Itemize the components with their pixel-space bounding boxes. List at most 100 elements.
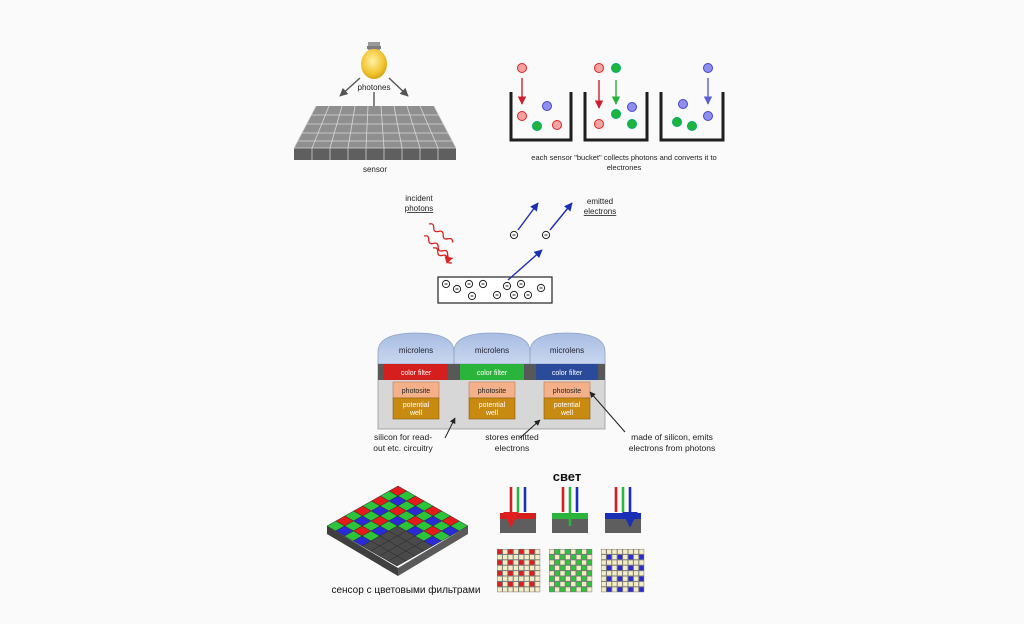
potential-well-label-3a: potential [554,402,581,409]
channel-grid-cell [565,549,571,554]
channel-grid-cell [612,554,617,560]
channel-grid-cell [529,549,535,554]
bucket-blue [659,63,725,142]
channel-grid-cell [617,587,623,592]
channel-grid-cell [628,576,633,581]
channel-grid-cell [612,560,617,565]
channel-grid-cell [502,565,508,571]
channel-grid-cell [497,581,502,587]
channel-grid-cell [628,565,633,571]
channel-grid-cell [623,576,628,581]
channel-grid-cell [565,571,571,576]
channel-grid-cell [581,587,587,592]
incident-label-line1: incident [405,194,433,203]
channel-grid-cell [513,560,519,565]
emitted-electrons [509,230,551,240]
channel-grid-cell [639,560,644,565]
channel-grid-cell [524,565,529,571]
filter-demo-blue [605,487,641,533]
channel-grid-cell [576,549,581,554]
potential-well-label-2b: well [485,410,499,417]
channel-grid-cell [554,554,560,560]
channel-grid-cell [549,581,554,587]
channel-grid-cell [502,576,508,581]
emission-arrow [507,249,543,281]
channel-grid-cell [639,581,644,587]
channel-grid-cell [617,554,623,560]
channel-grid-cell [606,549,612,554]
channel-grid-cell [639,576,644,581]
channel-grid-cell [581,581,587,587]
channel-grid-cell [560,581,565,587]
color-filter-green [460,364,524,380]
channel-grid-cell [587,587,592,592]
channel-grid-cell [606,587,612,592]
channel-grid-cell [508,571,513,576]
channel-grid-cell [502,571,508,576]
channel-grid-cell [587,571,592,576]
channel-grid-cell [508,549,513,554]
channel-grid-cell [612,581,617,587]
silicon-note-line2: out etc. circuitry [373,443,433,453]
channel-grid-cell [623,560,628,565]
channel-grid-cell [587,554,592,560]
channel-grid-cell [535,560,540,565]
channel-grid-cell [628,581,633,587]
bucket-green [583,63,649,142]
red-channel-grid [497,549,541,593]
microlens-label-2: microlens [475,346,509,355]
photoelectric-panel: incident photons emitted electrons [405,194,616,304]
incident-label-line2: photons [405,204,433,213]
channel-grid-cell [587,565,592,571]
sensor-grid-lines [293,105,457,149]
channel-grid-cell [606,554,612,560]
channel-grid-cell [601,587,606,592]
color-filter-label-red: color filter [401,370,432,377]
potential-well-label-2a: potential [479,402,506,409]
photosite-label-2: photosite [478,388,507,395]
channel-grid-cell [524,576,529,581]
channel-grid-cell [497,554,502,560]
channel-grid-cell [571,554,576,560]
channel-grid-cell [560,565,565,571]
channel-grid-cell [601,571,606,576]
microlens-2 [453,332,531,365]
channel-grid-cell [554,571,560,576]
channel-grid-cell [617,549,623,554]
channel-grid-cell [508,587,513,592]
channel-grid-cell [554,549,560,554]
channel-grid-cell [581,565,587,571]
channel-grid-cell [535,587,540,592]
sensor-label: sensor [363,165,387,174]
channel-grid-cell [576,565,581,571]
color-filter-blue [536,364,598,380]
light-bulb-icon [361,42,387,79]
channel-grid-cell [529,560,535,565]
buckets-caption-line1: each sensor "bucket" collects photons an… [531,153,716,162]
channel-grid-cell [502,587,508,592]
channel-grid-cell [601,560,606,565]
channel-grid-cell [497,549,502,554]
potential-well-1 [392,397,440,420]
channel-grid-cell [554,560,560,565]
made-of-silicon-note-arrow [589,391,626,433]
channel-grid-cell [565,576,571,581]
channel-grid-cell [565,554,571,560]
channel-grid-cell [576,587,581,592]
channel-grid-cell [513,576,519,581]
bayer-tiles [326,485,469,567]
channel-grid-cell [519,560,524,565]
channel-grid-cell [601,581,606,587]
channel-grid-cell [524,549,529,554]
channel-grid-cell [535,576,540,581]
microlens-label-1: microlens [399,346,433,355]
buckets-caption-line2: electrones [607,163,642,172]
channel-grid-cell [508,581,513,587]
channel-grid-cell [581,554,587,560]
channel-grid-cell [571,576,576,581]
channel-grid-cell [554,581,560,587]
channel-grid-cell [508,565,513,571]
channel-grid-cell [639,571,644,576]
channel-grid-cell [633,581,639,587]
